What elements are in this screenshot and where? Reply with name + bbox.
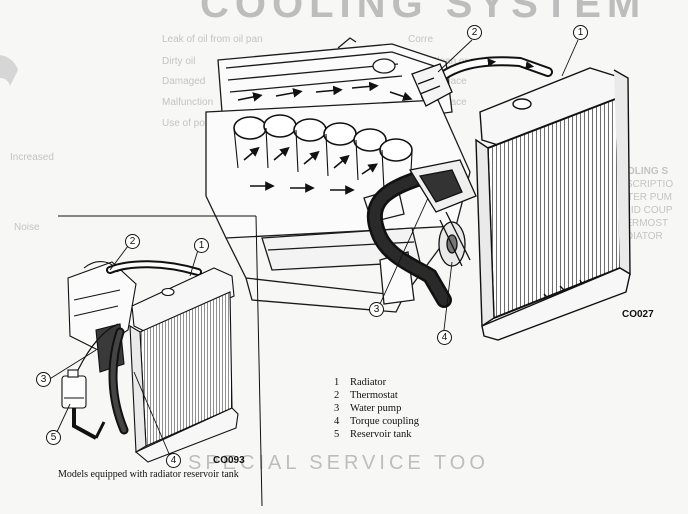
bleed-side-1: COOLING S (612, 166, 669, 177)
inset-radiator (129, 267, 239, 463)
callout-torque-coupling: 4 (437, 330, 452, 345)
bleed-left-2: Noise (14, 222, 40, 233)
bottom-heading-ghost: SPECIAL SERVICE TOO (188, 452, 489, 474)
inset-border-right (255, 215, 263, 507)
thermostat-housing (411, 63, 453, 107)
bleed-left-1: Increased (10, 152, 54, 163)
inset-hoses (106, 260, 202, 435)
callout-leaders (47, 39, 579, 457)
bleed-row-2: Dirty oil (162, 56, 196, 67)
bleed-row-4: Malfunction (162, 97, 214, 108)
coolant-flow-arrows (237, 81, 413, 195)
bleed-right-1: Corre (408, 34, 434, 45)
bleed-side-6: RADIATOR (612, 231, 663, 242)
oil-filler-cap (372, 58, 396, 74)
bleed-side-4: FLUID COUP (612, 205, 673, 216)
callout-thermostat: 2 (467, 25, 482, 40)
bleed-circle (0, 55, 18, 86)
callout-water-pump: 3 (369, 302, 384, 317)
water-pump-assembly (408, 159, 477, 267)
radiator-cap (512, 98, 532, 110)
bleed-row-1: Leak of oil from oil pan (162, 34, 263, 45)
inset-callout-thermostat: 2 (125, 234, 140, 249)
bleed-side-2: DESCRIPTIO (612, 179, 674, 190)
main-radiator (475, 67, 631, 341)
inset-callout-water-pump: 3 (36, 372, 51, 387)
page-title-ghost: COOLING SYSTEM (200, 0, 647, 26)
callout-radiator: 1 (573, 25, 588, 40)
bleed-row-5: Use of po (162, 118, 205, 129)
figure-code-main: CO027 (622, 309, 654, 320)
reservoir-tank-drawing (61, 323, 119, 440)
inset-callout-torque-coupling: 4 (166, 453, 181, 468)
inset-callout-reservoir-tank: 5 (46, 430, 61, 445)
radiator-side-frame (475, 138, 495, 328)
inset-callout-radiator: 1 (194, 238, 209, 253)
bleed-side-5: THERMOST (612, 218, 669, 229)
inset-caption: Models equipped with radiator reservoir … (58, 469, 239, 480)
radiator-bottom-tank (481, 267, 631, 341)
cylinder-bores (233, 114, 413, 191)
figure-code-inset: CO093 (213, 455, 245, 466)
inset-engine (67, 261, 137, 373)
bleed-row-3: Damaged (162, 76, 206, 87)
bleed-side-3: WATER PUM (612, 192, 672, 203)
hose-arrows (469, 58, 535, 70)
